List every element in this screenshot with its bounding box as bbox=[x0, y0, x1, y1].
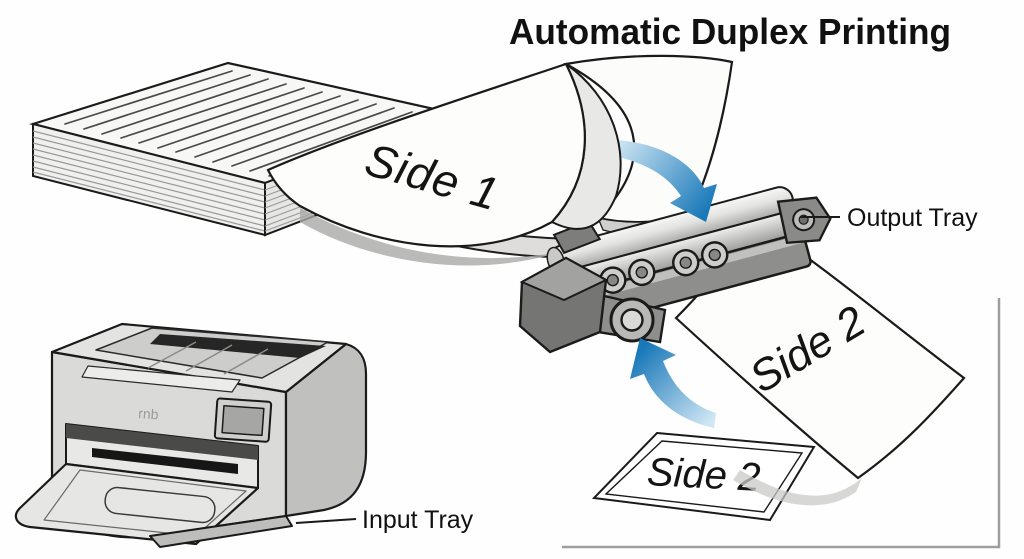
duplex-roller-unit bbox=[518, 186, 832, 354]
side1-sheet: Side 1 bbox=[266, 62, 622, 248]
roller-left-block-top bbox=[519, 256, 609, 302]
input-tray-leader-line bbox=[295, 518, 357, 524]
printer-paper-guide bbox=[104, 486, 216, 524]
printer-top-lip bbox=[81, 365, 241, 393]
paper-stack-ruled-lines bbox=[64, 70, 431, 177]
side2-flat-sheet: Side 2 bbox=[591, 431, 816, 522]
flip-arrow-down-icon bbox=[614, 140, 717, 222]
printer-display bbox=[213, 397, 273, 443]
printer-tray-ribs bbox=[147, 341, 269, 375]
input-tray-label: Input Tray bbox=[362, 506, 474, 534]
side2-hanging-sheet: Side 2 bbox=[674, 220, 966, 480]
paper-stack-left-sheets bbox=[32, 130, 266, 232]
diagram-title: Automatic Duplex Printing bbox=[509, 11, 951, 52]
output-tray-label: Output Tray bbox=[847, 204, 978, 232]
printer-right-face bbox=[284, 342, 368, 518]
roller-end-ring-hole bbox=[620, 308, 644, 332]
printer-feed-slot bbox=[92, 448, 238, 474]
frame-corner-line bbox=[562, 298, 1001, 549]
printer-illustration: rnb bbox=[14, 322, 368, 548]
sheet-underside-shadow bbox=[300, 208, 560, 266]
printer-base bbox=[149, 515, 293, 548]
printer-display-screen bbox=[221, 404, 265, 437]
roller-guide-wheels bbox=[599, 241, 729, 294]
hanging-sheet-shadow bbox=[733, 470, 862, 506]
side2-hanging-outline bbox=[674, 220, 966, 480]
printer-output-slot bbox=[150, 334, 326, 358]
side1-outline bbox=[266, 62, 586, 248]
printer-brand-text: rnb bbox=[138, 405, 160, 422]
flip-arrow-up-icon bbox=[630, 338, 716, 428]
side2-flat-inner-border bbox=[604, 440, 804, 513]
printer-tray-opening-shadow bbox=[66, 424, 258, 460]
